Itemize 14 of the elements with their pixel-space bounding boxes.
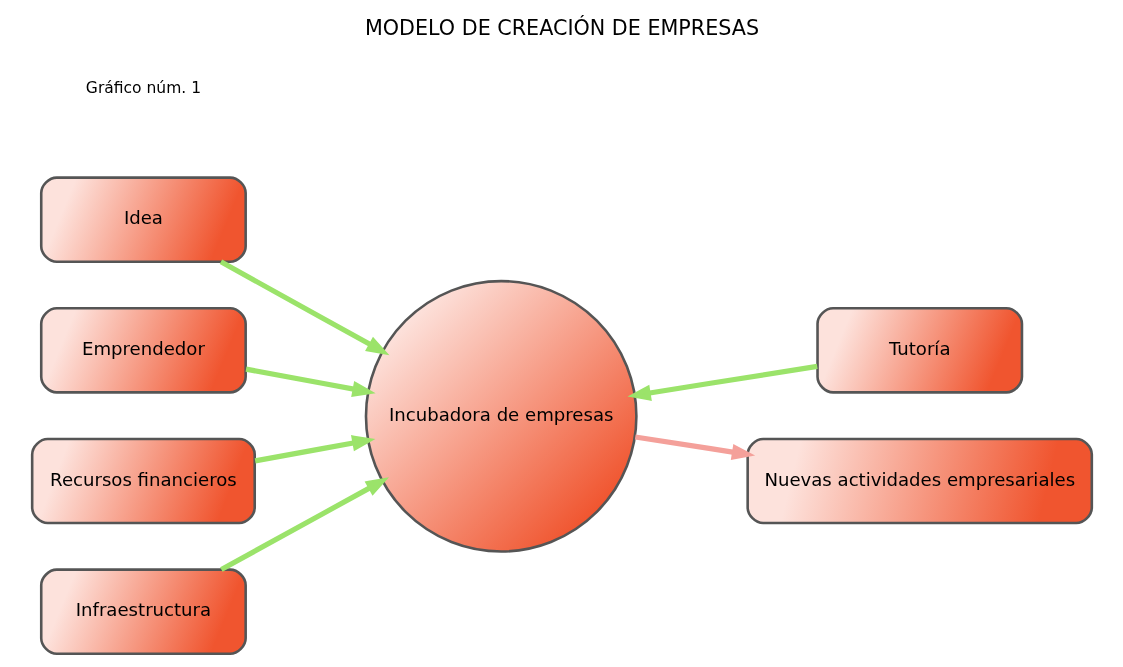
arrow [627,363,818,401]
label: Gráfico núm. 1 [85,78,201,97]
arrow [219,259,389,356]
node-box: Infraestructura [39,568,247,655]
arrow [634,434,755,461]
diagram-title: MODELO DE CREACIÓN DE EMPRESAS [364,16,759,41]
arrow [254,435,375,464]
node-box: Recursos financieros [30,437,256,525]
arrow [245,366,376,397]
node-box: Tutoría [815,306,1023,394]
node-box: Emprendedor [39,306,247,394]
node-box: Nuevas actividades empresariales [745,437,1093,525]
node-box: Idea [39,176,247,263]
arrow [219,477,389,572]
